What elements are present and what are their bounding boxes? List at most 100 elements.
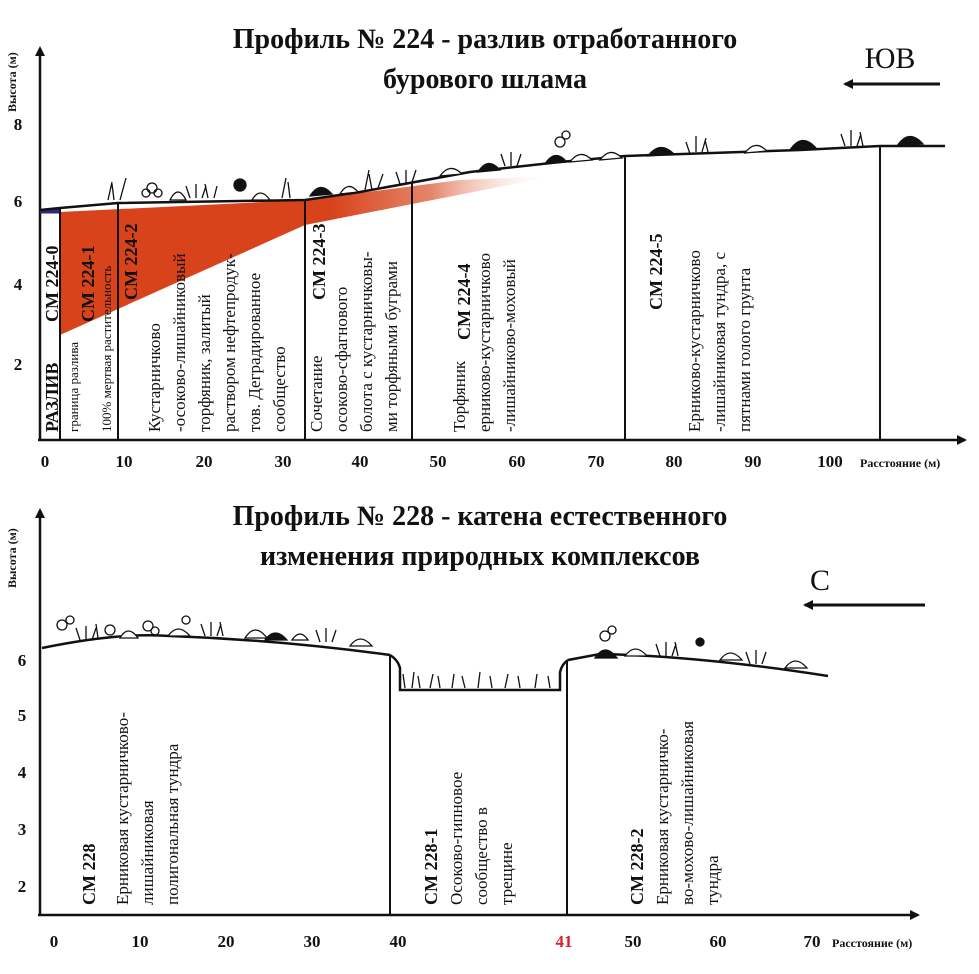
zone-desc-line: Торфяник <box>450 360 469 432</box>
x-tick: 60 <box>710 932 727 951</box>
zones-228: СМ 228 Ерниковая кустарничково- лишайник… <box>79 712 722 905</box>
vegetation-decoration <box>107 130 925 201</box>
x-tick: 40 <box>352 452 369 471</box>
zone-code: СМ 224-2 <box>121 224 141 300</box>
zone-desc-line: болота с кустарничковы- <box>357 251 376 432</box>
x-tick: 20 <box>196 452 213 471</box>
profile-228: Профиль № 228 - катена естественного изм… <box>5 501 925 951</box>
zone-desc-line: -осоково-лишайниковый <box>170 253 189 432</box>
y-ticks: 8 6 4 2 <box>14 115 23 374</box>
zone-desc-line: сообщество в <box>472 807 491 905</box>
zone-desc-line: Ерниковая кустарничково- <box>113 712 132 905</box>
zone-desc-line: тундра <box>703 855 722 905</box>
zone-desc-line: осоково-сфагнового <box>332 287 351 432</box>
zone-desc-line: Сочетание <box>307 356 326 432</box>
y-tick: 4 <box>14 275 23 294</box>
x-tick: 70 <box>588 452 605 471</box>
x-tick: 60 <box>509 452 526 471</box>
zone-desc-line: Ерниково-кустарничково <box>685 250 704 432</box>
zone-desc-line: Ерниковая кустарничко- <box>653 728 672 905</box>
profile-228-title-line1: Профиль № 228 - катена естественного <box>233 501 728 532</box>
surface-line <box>39 144 945 212</box>
zone-224-0: РАЗЛИВ СМ 224-0 <box>42 246 62 432</box>
surface-line-left <box>41 633 391 657</box>
zone-desc-line: Кустарничково <box>145 323 164 432</box>
x-ticks: 0 10 20 30 40 41 50 60 70 <box>50 932 821 951</box>
zone-desc-line: лишайниковая <box>138 800 157 905</box>
zone-code-secondary: СМ 224-0 <box>42 246 62 322</box>
zone-code: СМ 224-5 <box>646 234 666 310</box>
zone-desc-line: 100% мертвая растительность <box>99 266 114 432</box>
profile-228-direction-label: С <box>810 564 830 597</box>
y-tick: 2 <box>14 355 23 374</box>
profile-224-title-line1: Профиль № 224 - разлив отработанного <box>233 24 738 55</box>
x-tick: 90 <box>745 452 762 471</box>
y-ticks: 6 5 4 3 2 <box>18 651 27 896</box>
x-tick: 0 <box>41 452 50 471</box>
x-tick: 40 <box>390 932 407 951</box>
zone-desc-line: граница разлива <box>66 342 81 432</box>
zone-228: СМ 228 Ерниковая кустарничково- лишайник… <box>79 712 182 905</box>
zone-desc-line: Осоково-гипновое <box>447 772 466 905</box>
y-tick: 8 <box>14 115 23 134</box>
x-tick: 100 <box>817 452 843 471</box>
zone-code: РАЗЛИВ <box>42 363 62 432</box>
zone-desc-line: раствором нефтепродук- <box>220 253 239 432</box>
zone-228-2: СМ 228-2 Ерниковая кустарничко- во-мохов… <box>627 721 722 905</box>
zone-224-4: СМ 224-4 Торфяник ерниково-кустарничково… <box>450 253 519 432</box>
x-tick: 30 <box>275 452 292 471</box>
zone-dividers <box>389 655 568 915</box>
zone-desc-line: тов. Деградированное <box>245 273 264 432</box>
profile-224-direction-label: ЮВ <box>865 42 916 75</box>
y-tick: 6 <box>18 651 27 670</box>
y-tick: 2 <box>18 877 27 896</box>
x-tick: 50 <box>430 452 447 471</box>
x-tick-highlight: 41 <box>556 932 573 951</box>
zone-224-1: СМ 224-1 граница разлива 100% мертвая ра… <box>66 246 114 432</box>
zone-code: СМ 228-1 <box>421 829 441 905</box>
x-axis-label: Расстояние (м) <box>860 456 940 470</box>
x-tick: 0 <box>50 932 59 951</box>
zone-code: СМ 228-2 <box>627 829 647 905</box>
x-tick: 30 <box>304 932 321 951</box>
x-axis-label: Расстояние (м) <box>832 936 912 950</box>
zone-224-3: СМ 224-3 Сочетание осоково-сфагнового бо… <box>307 224 401 432</box>
y-tick: 6 <box>14 192 23 211</box>
x-tick: 50 <box>625 932 642 951</box>
profile-224: Профиль № 224 - разлив отработанного бур… <box>5 24 967 471</box>
profile-224-title-line2: бурового шлама <box>383 64 587 95</box>
zone-code: СМ 224-4 <box>454 264 474 340</box>
vegetation-decoration <box>56 615 809 689</box>
spill-area <box>60 176 555 335</box>
zone-224-2: СМ 224-2 Кустарничково -осоково-лишайник… <box>121 224 289 432</box>
zone-code: СМ 224-1 <box>78 246 98 322</box>
zone-228-1: СМ 228-1 Осоково-гипновое сообщество в т… <box>421 772 516 905</box>
zone-desc-line: во-мохово-лишайниковая <box>678 721 697 905</box>
zone-desc-line: трещине <box>497 842 516 905</box>
zone-desc-line: полигональная тундра <box>163 743 182 905</box>
zone-desc-line: пятнами голого грунта <box>735 267 754 432</box>
zone-code: СМ 228 <box>79 844 99 906</box>
x-tick: 80 <box>666 452 683 471</box>
y-tick: 3 <box>18 820 27 839</box>
y-axis-label: Высота (м) <box>5 528 19 588</box>
crack-trough <box>389 653 569 692</box>
zone-desc-line: ерниково-кустарничково <box>475 253 494 432</box>
y-tick: 5 <box>18 706 27 725</box>
x-tick: 20 <box>218 932 235 951</box>
y-axis-label: Высота (м) <box>5 52 19 112</box>
x-tick: 10 <box>132 932 149 951</box>
zone-desc-line: ми торфяными буграми <box>382 261 401 432</box>
zone-desc-line: -лишайниково-моховый <box>500 259 519 432</box>
x-tick: 70 <box>804 932 821 951</box>
zone-dividers <box>59 146 881 440</box>
zone-desc-line: торфяник, залитый <box>195 294 214 432</box>
x-ticks: 0 10 20 30 40 50 60 70 80 90 100 <box>41 452 843 471</box>
zone-224-5: СМ 224-5 Ерниково-кустарничково -лишайни… <box>646 234 754 432</box>
x-tick: 10 <box>116 452 133 471</box>
zone-code: СМ 224-3 <box>309 224 329 300</box>
y-tick: 4 <box>18 763 27 782</box>
zones-224: РАЗЛИВ СМ 224-0 СМ 224-1 граница разлива… <box>42 224 754 432</box>
profile-228-title-line2: изменения природных комплексов <box>260 541 700 572</box>
